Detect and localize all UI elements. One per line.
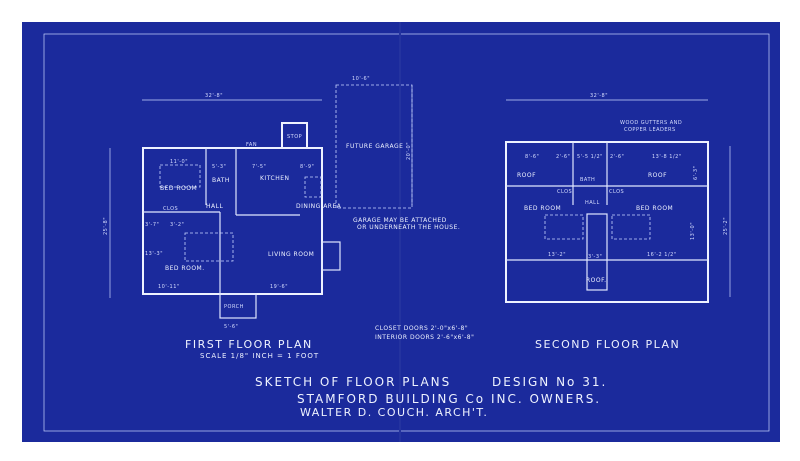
room-bed-room-2: BED ROOM. xyxy=(165,265,205,272)
svg-text:5'-6": 5'-6" xyxy=(224,324,238,330)
svg-text:13'-8 1/2": 13'-8 1/2" xyxy=(652,154,682,160)
roof-bottom-label: ROOF. xyxy=(586,277,607,284)
svg-text:13'-3": 13'-3" xyxy=(145,251,163,257)
svg-text:10'-11": 10'-11" xyxy=(158,284,180,290)
svg-text:8'-6": 8'-6" xyxy=(525,154,539,160)
first-floor-plan: 32'-8" 25'-8" STOP FAN BED ROOM BATH KIT… xyxy=(103,93,342,330)
room-porch: PORCH xyxy=(224,304,244,310)
svg-text:3'-7": 3'-7" xyxy=(145,222,159,228)
garage-label: FUTURE GARAGE xyxy=(346,143,403,150)
svg-text:7'-5": 7'-5" xyxy=(252,164,266,170)
first-floor-depth-dim: 25'-8" xyxy=(103,217,109,235)
room-bed-room-1: BED ROOM xyxy=(160,185,197,192)
svg-text:3'-2": 3'-2" xyxy=(170,222,184,228)
second-floor-plan: 32'-8" 25'-2" WOOD GUTTERS AND COPPER LE… xyxy=(505,93,731,303)
second-bath-label: BATH xyxy=(580,177,595,183)
roof-left-label: ROOF xyxy=(517,172,536,179)
svg-text:13'-2": 13'-2" xyxy=(548,252,566,258)
sheet-border xyxy=(43,33,770,432)
stairs xyxy=(586,213,608,291)
garage-note-line1: GARAGE MAY BE ATTACHED xyxy=(353,217,447,224)
first-floor-width-dim: 32'-8" xyxy=(205,93,223,99)
room-living-room: LIVING ROOM xyxy=(268,251,314,258)
svg-text:8'-9": 8'-9" xyxy=(300,164,314,170)
bed-room-left-label: BED ROOM xyxy=(524,205,561,212)
svg-text:2'-6": 2'-6" xyxy=(556,154,570,160)
first-floor-scale: SCALE 1/8" INCH = 1 FOOT xyxy=(200,352,319,360)
clos-right-label: CLOS xyxy=(609,189,624,195)
room-kitchen: KITCHEN xyxy=(260,175,290,182)
second-floor-width-dim: 32'-8" xyxy=(590,93,608,99)
second-floor-dimensions: 8'-6" 2'-6" 5'-5 1/2" 2'-6" 13'-8 1/2" 1… xyxy=(525,154,699,260)
gutter-note-line2: COPPER LEADERS xyxy=(624,127,676,133)
design-number: DESIGN No 31. xyxy=(492,375,607,389)
svg-text:13'-0": 13'-0" xyxy=(690,222,696,240)
room-dining-area: DINING AREA xyxy=(296,203,342,210)
svg-text:16'-2 1/2": 16'-2 1/2" xyxy=(647,252,677,258)
architect-line: WALTER D. COUCH. ARCH'T. xyxy=(300,406,488,419)
svg-text:2'-6": 2'-6" xyxy=(610,154,624,160)
clos-left-label: CLOS xyxy=(557,189,572,195)
second-floor-title: SECOND FLOOR PLAN xyxy=(535,338,680,351)
garage-note-line2: OR UNDERNEATH THE HOUSE. xyxy=(357,224,460,231)
roof-right-label: ROOF xyxy=(648,172,667,179)
second-hall-label: HALL xyxy=(585,200,600,206)
svg-text:5'-3": 5'-3" xyxy=(212,164,226,170)
stop-label: STOP xyxy=(287,134,302,140)
room-clos: CLOS xyxy=(163,206,178,212)
svg-text:5'-5 1/2": 5'-5 1/2" xyxy=(577,154,603,160)
closet-doors-note: CLOSET DOORS 2'-0"x6'-8" xyxy=(375,325,468,332)
room-hall: HALL xyxy=(206,203,223,210)
second-floor-depth-dim: 25'-2" xyxy=(723,217,729,235)
sketch-title: SKETCH OF FLOOR PLANS xyxy=(255,375,451,389)
svg-text:6'-3": 6'-3" xyxy=(693,166,699,180)
first-floor-title: FIRST FLOOR PLAN xyxy=(185,338,313,351)
fireplace xyxy=(321,241,341,271)
first-floor-dimensions: 11'-0" 5'-3" 7'-5" 8'-9" 13'-3" 10'-11" … xyxy=(145,159,314,330)
svg-text:3'-3": 3'-3" xyxy=(588,254,602,260)
room-bath: BATH xyxy=(212,177,230,184)
bed-room-right-label: BED ROOM xyxy=(636,205,673,212)
garage-depth-dim: 20'-0" xyxy=(406,142,412,160)
future-garage: 10'-6" 20'-0" FUTURE GARAGE GARAGE MAY B… xyxy=(335,76,460,231)
owner-line: STAMFORD BUILDING Co INC. OWNERS. xyxy=(297,392,601,406)
svg-text:19'-6": 19'-6" xyxy=(270,284,288,290)
fan-label: FAN xyxy=(246,142,257,148)
gutter-note-line1: WOOD GUTTERS AND xyxy=(620,120,682,126)
svg-text:11'-0": 11'-0" xyxy=(170,159,188,165)
interior-doors-note: INTERIOR DOORS 2'-6"x6'-8" xyxy=(375,334,474,341)
garage-width-dim: 10'-6" xyxy=(352,76,370,82)
